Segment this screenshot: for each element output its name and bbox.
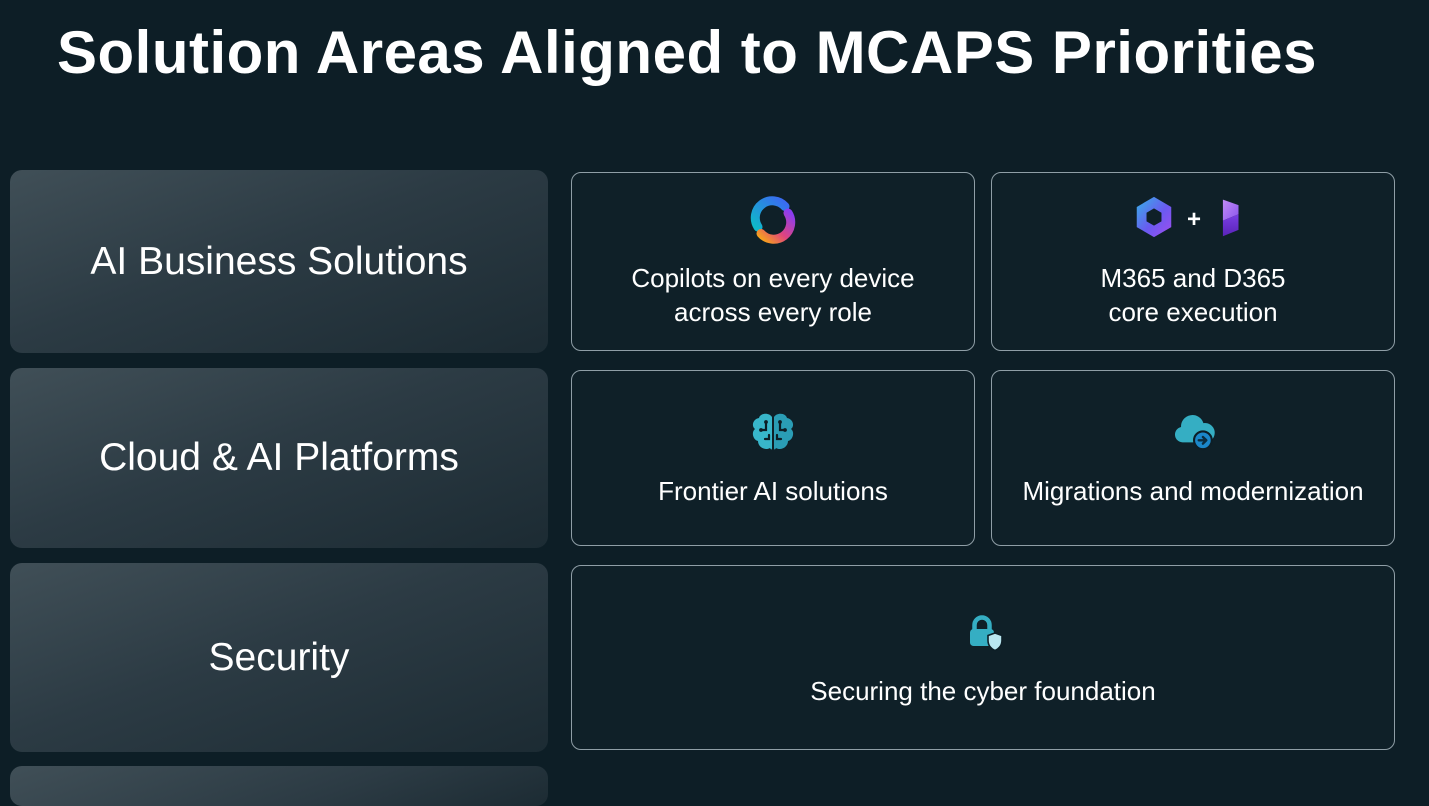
copilot-icon (749, 194, 797, 246)
area-box-cloud-ai-platforms: Cloud & AI Platforms (10, 368, 548, 548)
m365-icon (1131, 194, 1177, 245)
card-label: M365 and D365 core execution (1100, 262, 1285, 330)
card-label: Copilots on every device across every ro… (631, 262, 914, 330)
card-frontier-ai-solutions: Frontier AI solutions (571, 370, 975, 546)
page-title: Solution Areas Aligned to MCAPS Prioriti… (57, 19, 1318, 86)
card-securing-cyber-foundation: Securing the cyber foundation (571, 565, 1395, 750)
card-label: Migrations and modernization (1022, 475, 1363, 509)
card-label: Frontier AI solutions (658, 475, 888, 509)
area-label-cloud-ai-platforms: Cloud & AI Platforms (99, 436, 459, 479)
cloud-migration-icon (1168, 407, 1218, 459)
card-label-line: Frontier AI solutions (658, 476, 888, 507)
security-lock-shield-icon (959, 607, 1007, 659)
card-label-line: across every role (674, 296, 872, 327)
area-box-security: Security (10, 563, 548, 752)
area-box-partial (10, 766, 548, 806)
plus-separator: + (1186, 205, 1201, 233)
card-label: Securing the cyber foundation (810, 675, 1155, 709)
card-label-line: Securing the cyber foundation (810, 675, 1156, 706)
d365-icon (1211, 195, 1255, 244)
m365-and-d365-icons: + (1131, 194, 1255, 246)
card-label-line: Migrations and modernization (1022, 476, 1364, 507)
ai-brain-icon (749, 407, 797, 459)
card-label-line: core execution (1108, 296, 1278, 327)
card-label-line: M365 and D365 (1100, 262, 1286, 293)
area-label-ai-business-solutions: AI Business Solutions (90, 239, 468, 283)
card-m365-d365-core-execution: + M365 and D365 core (991, 172, 1395, 351)
card-migrations-modernization: Migrations and modernization (991, 370, 1395, 546)
card-copilots-every-device: Copilots on every device across every ro… (571, 172, 975, 351)
area-box-ai-business-solutions: AI Business Solutions (10, 170, 548, 353)
card-label-line: Copilots on every device (631, 262, 915, 293)
area-label-security: Security (208, 635, 350, 679)
